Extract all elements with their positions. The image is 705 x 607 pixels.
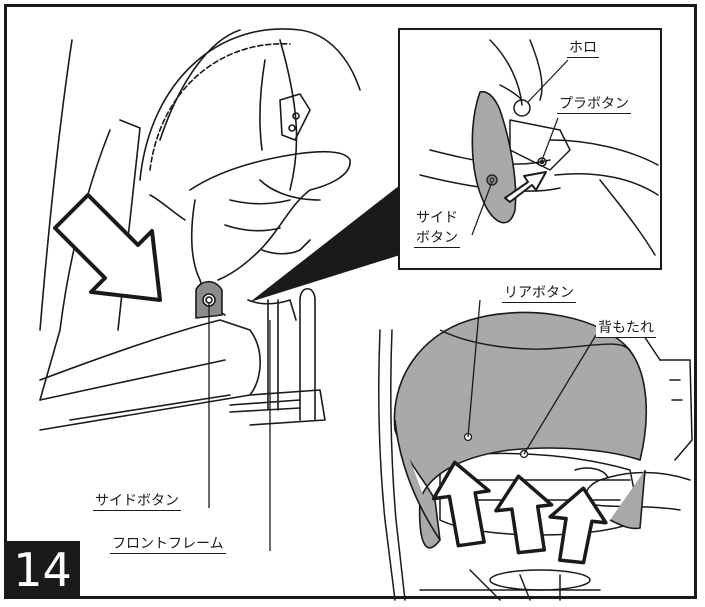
- side-button-inset-label-line1: サイド: [414, 210, 460, 227]
- front-frame-label: フロントフレーム: [110, 536, 226, 554]
- detail-inset: [398, 28, 662, 270]
- rear-button-label: リアボタン: [502, 285, 576, 303]
- backrest-label: 背もたれ: [596, 320, 656, 338]
- inset-illustration: [419, 39, 659, 256]
- press-arrow-icon: [53, 193, 162, 302]
- hood-label: ホロ: [567, 40, 599, 58]
- side-button-label: サイドボタン: [93, 493, 181, 511]
- left-leader-lines: [208, 303, 271, 551]
- step-number-badge: 14: [5, 541, 80, 599]
- figure-border: [4, 4, 697, 599]
- plastic-button-label: プラボタン: [557, 96, 631, 114]
- right-leader-lines: [467, 299, 597, 455]
- side-button-inset-label-line2: ボタン: [414, 230, 460, 248]
- backrest-fabric: [393, 311, 648, 549]
- callout-pointer: [250, 185, 400, 302]
- push-up-arrow-icon: [431, 460, 608, 565]
